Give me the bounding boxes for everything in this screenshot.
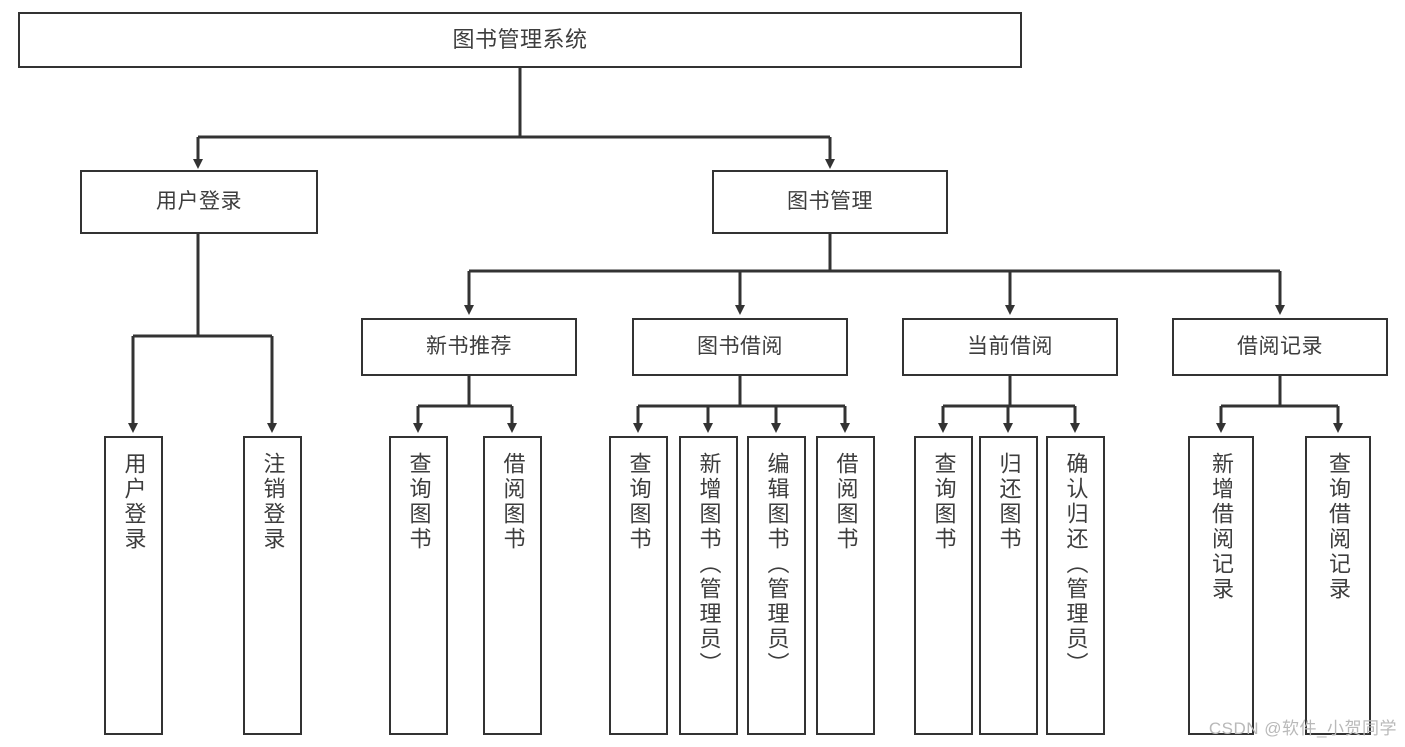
node-leaf-query-book-3[interactable]: 查询图书 <box>914 436 973 735</box>
node-leaf-add-record-label: 新增借阅记录 <box>1209 452 1234 602</box>
node-leaf-query-book-1-label: 查询图书 <box>406 452 432 552</box>
node-leaf-query-book-1[interactable]: 查询图书 <box>389 436 448 735</box>
node-borrow-record-label: 借阅记录 <box>1237 334 1323 358</box>
node-leaf-add-record[interactable]: 新增借阅记录 <box>1188 436 1254 735</box>
node-book-manage[interactable]: 图书管理 <box>712 170 948 234</box>
node-user-login-label: 用户登录 <box>156 189 242 213</box>
node-leaf-borrow-book-1[interactable]: 借阅图书 <box>483 436 542 735</box>
node-root[interactable]: 图书管理系统 <box>18 12 1022 68</box>
node-leaf-logout-login[interactable]: 注销登录 <box>243 436 302 735</box>
node-new-book-recommend[interactable]: 新书推荐 <box>361 318 577 376</box>
node-leaf-user-login-label: 用户登录 <box>121 452 147 552</box>
node-leaf-borrow-book-2[interactable]: 借阅图书 <box>816 436 875 735</box>
node-current-borrow[interactable]: 当前借阅 <box>902 318 1118 376</box>
node-borrow-record[interactable]: 借阅记录 <box>1172 318 1388 376</box>
node-leaf-add-book-label: 新增图书（管理员） <box>696 452 722 677</box>
node-leaf-query-record-label: 查询借阅记录 <box>1326 452 1351 602</box>
node-leaf-edit-book-label: 编辑图书（管理员） <box>764 452 790 677</box>
node-user-login[interactable]: 用户登录 <box>80 170 318 234</box>
node-leaf-borrow-book-2-label: 借阅图书 <box>833 452 859 552</box>
node-leaf-query-record[interactable]: 查询借阅记录 <box>1305 436 1371 735</box>
node-leaf-query-book-2-label: 查询图书 <box>626 452 652 552</box>
node-book-manage-label: 图书管理 <box>787 189 873 213</box>
node-leaf-edit-book[interactable]: 编辑图书（管理员） <box>747 436 806 735</box>
node-current-borrow-label: 当前借阅 <box>967 334 1053 358</box>
node-root-label: 图书管理系统 <box>452 27 588 53</box>
node-leaf-borrow-book-1-label: 借阅图书 <box>500 452 526 552</box>
node-leaf-return-book-label: 归还图书 <box>996 452 1022 552</box>
node-leaf-confirm-return[interactable]: 确认归还（管理员） <box>1046 436 1105 735</box>
node-leaf-user-login[interactable]: 用户登录 <box>104 436 163 735</box>
node-leaf-query-book-2[interactable]: 查询图书 <box>609 436 668 735</box>
node-leaf-query-book-3-label: 查询图书 <box>931 452 957 552</box>
node-new-book-recommend-label: 新书推荐 <box>426 334 512 358</box>
node-book-borrow[interactable]: 图书借阅 <box>632 318 848 376</box>
node-leaf-confirm-return-label: 确认归还（管理员） <box>1063 452 1089 677</box>
node-book-borrow-label: 图书借阅 <box>697 334 783 358</box>
node-leaf-logout-login-label: 注销登录 <box>260 452 286 552</box>
node-leaf-return-book[interactable]: 归还图书 <box>979 436 1038 735</box>
node-leaf-add-book[interactable]: 新增图书（管理员） <box>679 436 738 735</box>
